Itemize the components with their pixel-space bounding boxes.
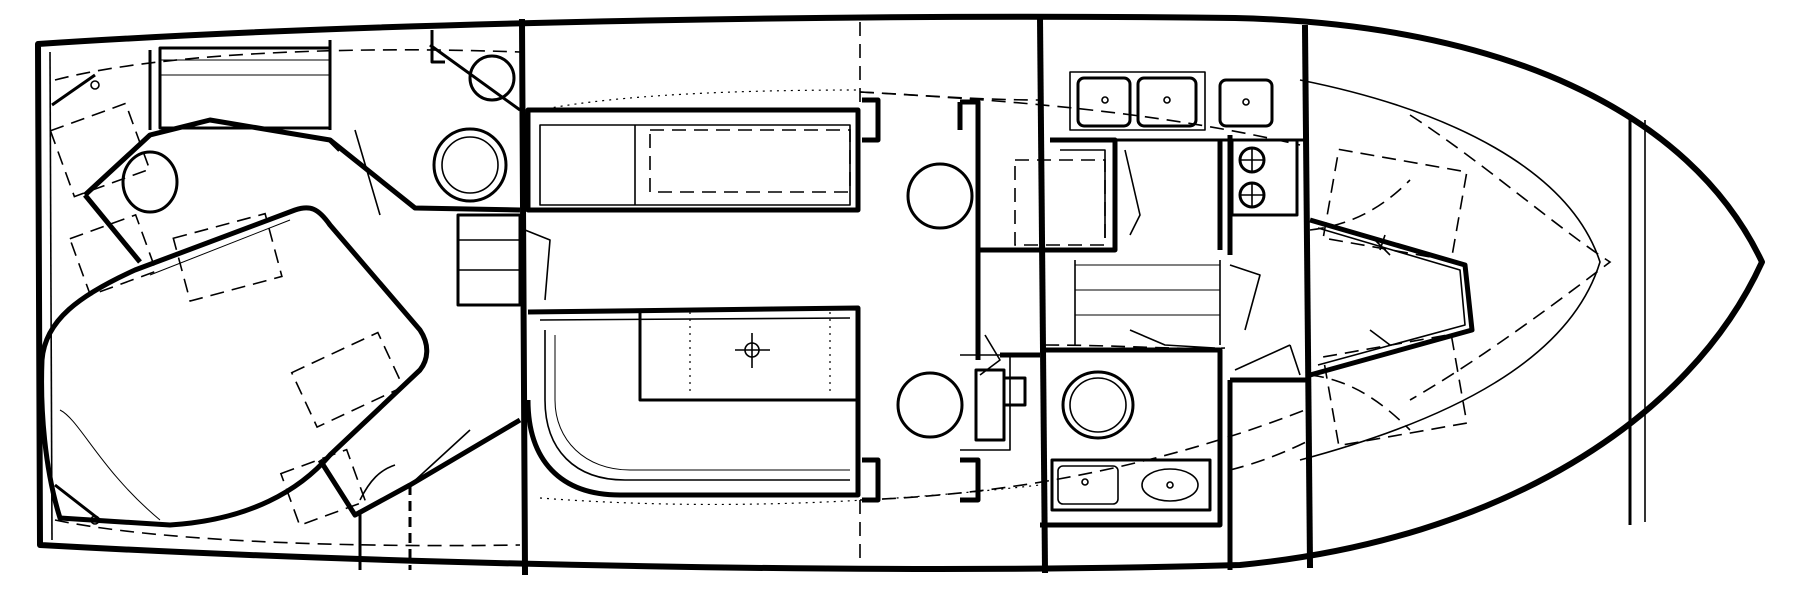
aft-drawer-4 [68, 213, 158, 297]
salon-lower-dashdot [539, 484, 1041, 506]
mid-bulkhead [1036, 14, 1049, 574]
aft-head-door [354, 129, 381, 216]
aft-drawer-3 [290, 331, 405, 429]
aft-seat-upper [51, 73, 96, 107]
head-sink [1057, 465, 1119, 505]
fwd-lower-dash [1229, 439, 1311, 471]
salon-lower-settee-inner-3 [554, 335, 850, 471]
transom-line [49, 51, 53, 541]
aft-berth [39, 205, 430, 528]
salon-lower-settee-inner-2 [544, 330, 850, 481]
aft-companion-steps [456, 213, 522, 307]
aft-step-door [524, 229, 551, 301]
centerline-dash-upper [859, 91, 1301, 146]
centerline-dash-lower [859, 409, 1306, 501]
aft-lower-door [317, 417, 522, 518]
bow-inner-curve [1299, 79, 1601, 461]
salon-upper-cabinet-inner [539, 124, 851, 206]
aft-nightstand-wall-2 [83, 193, 142, 264]
salon-upper-cabinet-dashed [649, 129, 851, 193]
fwd-door-lower [1234, 344, 1291, 371]
salon-lower-settee [525, 305, 861, 498]
salon-settee-back [638, 312, 858, 402]
galley-drain-2 [1163, 96, 1171, 104]
aft-lower-door-swing [409, 429, 471, 486]
galley-counter-inner [1060, 149, 1106, 238]
aft-berth-inner [149, 219, 291, 276]
head-drain-2 [1166, 481, 1174, 489]
aft-drawer-5 [279, 448, 367, 527]
galley-sink-1 [1076, 76, 1132, 128]
fwd-bulkhead [1301, 24, 1314, 569]
aft-berth-head-edge [59, 409, 161, 521]
aft-head-toilet [432, 127, 508, 203]
aft-fitting-upper [90, 80, 100, 90]
head-door [1129, 329, 1216, 349]
aft-cabin-dashed-hull [54, 49, 521, 81]
head-compartment-walls [1040, 347, 1223, 528]
helm-wheel [960, 354, 1011, 451]
helm-door-swing [979, 334, 1001, 376]
fwd-door-upper [1229, 264, 1261, 331]
salon-upper-cabinet [525, 107, 861, 213]
fwd-drawer-marks [1369, 234, 1391, 346]
galley-steps [1075, 264, 1220, 316]
galley-counter [1040, 137, 1118, 253]
galley-sink-2 [1136, 76, 1198, 128]
head-toilet [1061, 370, 1135, 440]
head-upper-dash [1044, 344, 1226, 350]
salon-dinette-bulkhead [960, 99, 1040, 253]
galley-counter-dashed [1014, 159, 1106, 246]
aft-upper-locker-inner [160, 59, 330, 76]
galley-sink-surround [1069, 71, 1206, 131]
galley-drain-3 [1242, 98, 1250, 106]
salon-dinette-wall [862, 97, 881, 143]
salon-table-outline [689, 312, 831, 395]
head-drain [1081, 478, 1089, 486]
salon-lower-settee-inner [539, 317, 851, 321]
aft-cabin-dashed-hull-lower [54, 519, 521, 547]
aft-step-lines [458, 239, 520, 271]
head-vanity [1050, 458, 1212, 512]
aft-lower-door-2 [359, 464, 396, 501]
aft-bulkhead [518, 18, 529, 576]
bow-centerline-dash [1409, 114, 1612, 401]
salon-table-pedestal [744, 342, 760, 358]
aft-head-divider [430, 30, 445, 64]
fwd-door-lower-2 [1289, 344, 1301, 376]
aft-head-walls [328, 138, 521, 213]
fwd-cabin-berth [1309, 217, 1475, 378]
aft-seat-lower [54, 483, 101, 522]
stove-burner-marks [1240, 148, 1264, 207]
head-toilet-inner [1069, 377, 1127, 433]
salon-lower-bulkhead [960, 457, 981, 503]
salon-stool-upper [906, 162, 974, 230]
aft-head-sink-cab [429, 43, 521, 112]
helm-console [974, 368, 1006, 442]
aft-head-toilet-inner [441, 136, 499, 194]
salon-upper-dashdot [539, 89, 861, 111]
hull-outline [35, 13, 1765, 572]
aft-stool-upper [121, 150, 179, 214]
fwd-cabin-dashed-2 [1309, 374, 1411, 431]
aft-head-sink [468, 54, 516, 102]
fwd-cabin-dashed [1309, 179, 1411, 231]
galley-drain-1 [1101, 96, 1109, 104]
salon-lower-wall [862, 457, 881, 503]
galley-door-swing [1124, 149, 1141, 236]
aft-drawer-1 [49, 102, 151, 198]
galley-sink-3 [1218, 78, 1274, 128]
salon-stool-lower [896, 371, 964, 439]
aft-drawer-2 [172, 212, 283, 303]
helm-box [1005, 376, 1027, 407]
head-sink-2 [1141, 468, 1199, 502]
